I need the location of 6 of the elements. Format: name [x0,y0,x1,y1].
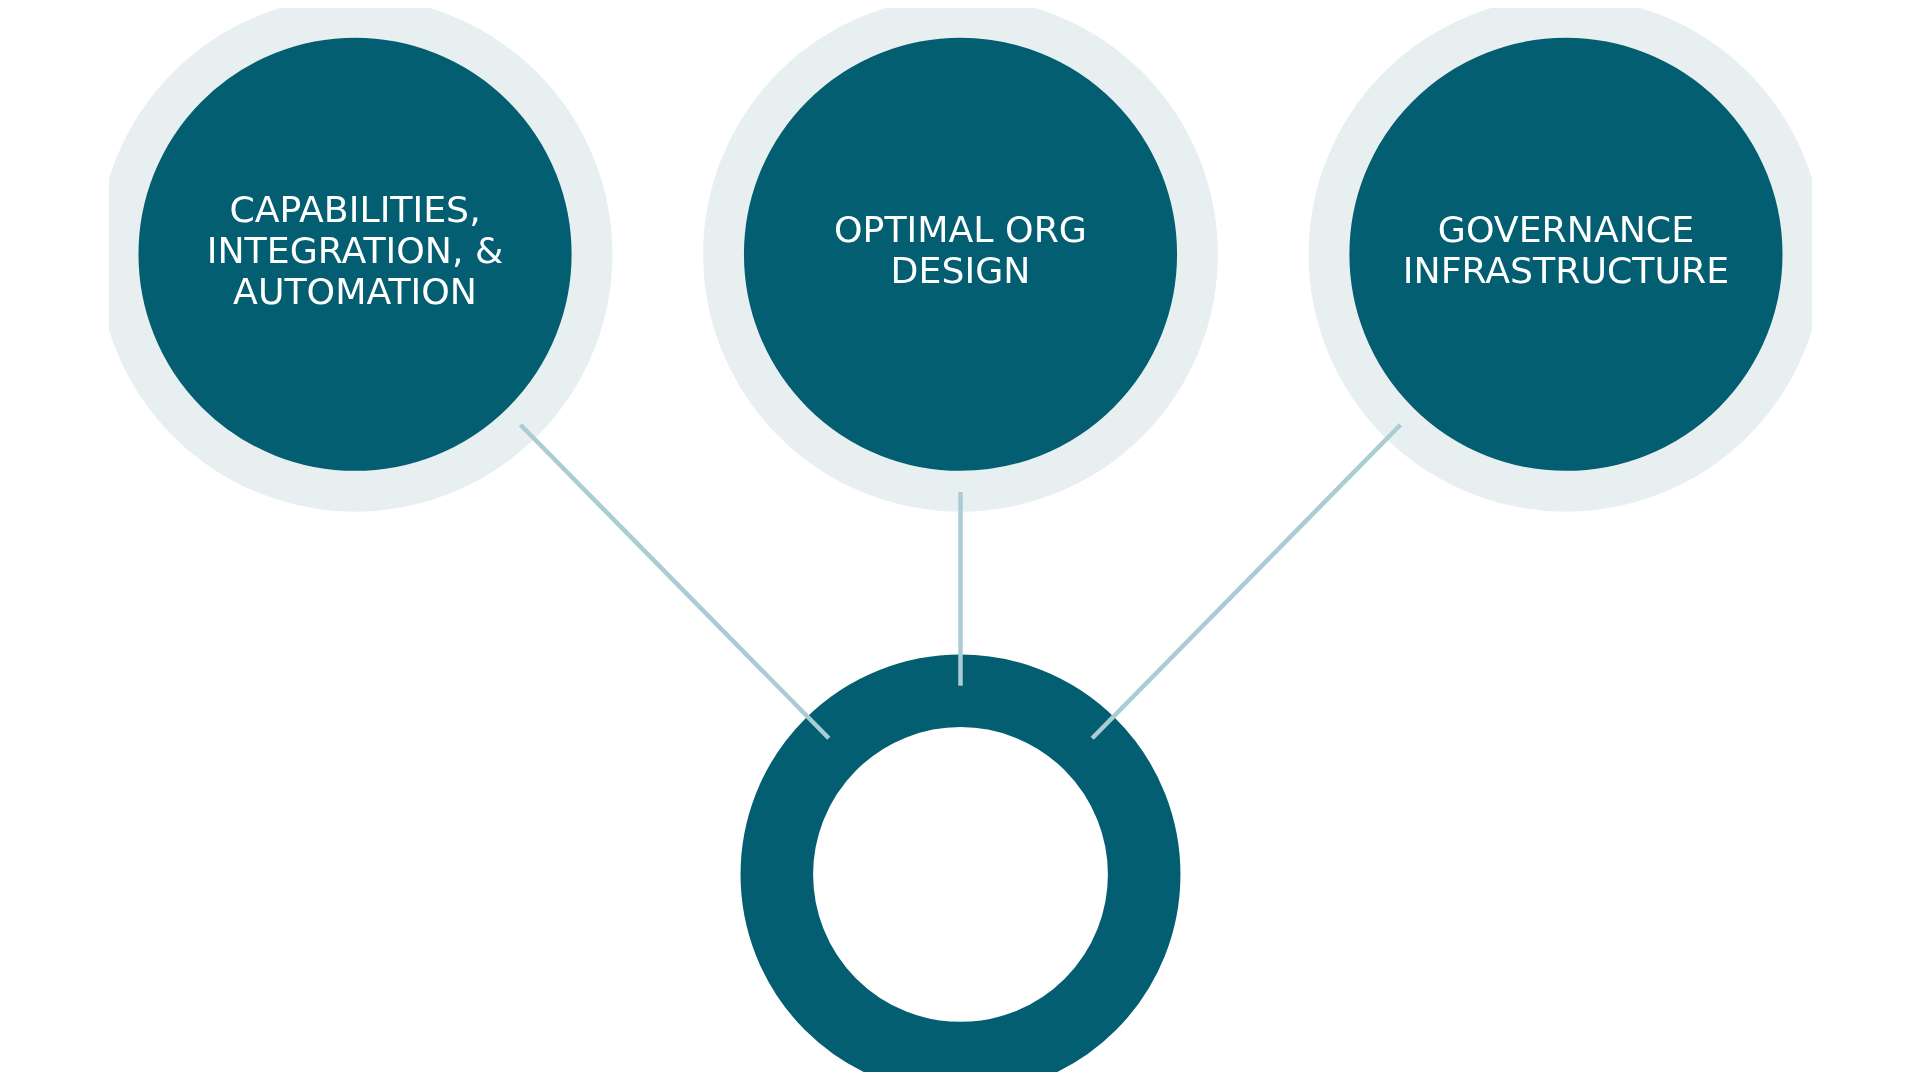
connector [1090,423,1402,740]
node-circle: OPTIMAL ORG DESIGN [702,8,1218,512]
node-circle: GOVERNANCE INFRASTRUCTURE [1308,8,1812,512]
node-circle: CAPABILITIES, INTEGRATION, & AUTOMATION [108,8,612,512]
connector [518,423,830,740]
connector [957,491,963,686]
